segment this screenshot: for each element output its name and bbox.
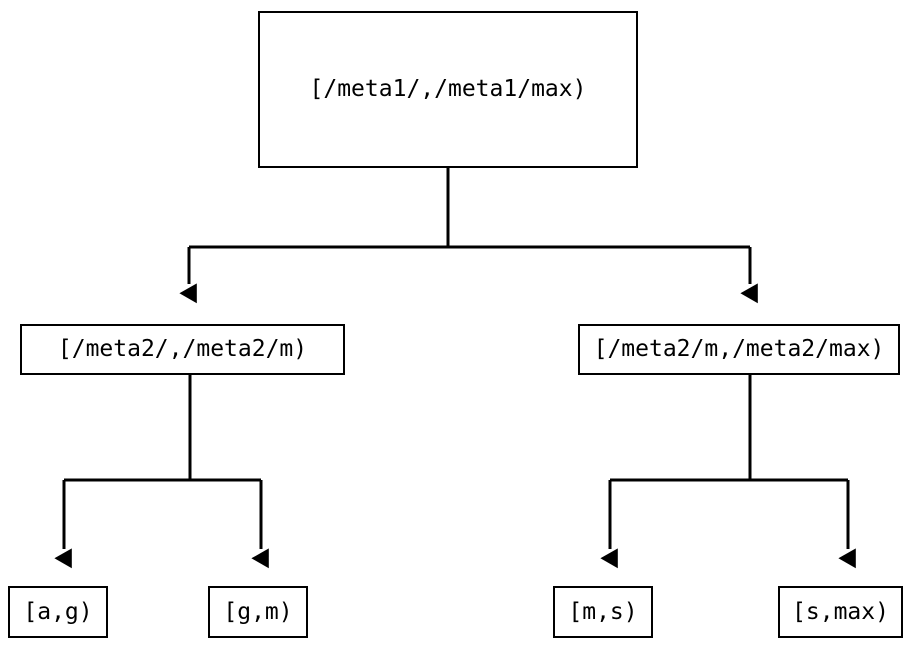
node-root[interactable]: [/meta1/,/meta1/max) [258,11,638,168]
node-mid-left-label: [/meta2/,/meta2/m) [57,336,308,362]
edge-root-to-children [179,168,758,304]
edge-mid-right-to-children [600,375,856,569]
node-leaf-g-m[interactable]: [g,m) [208,586,308,638]
node-mid-left[interactable]: [/meta2/,/meta2/m) [20,324,345,375]
edge-mid-left-to-children [54,375,269,569]
node-leaf-m-s-label: [m,s) [568,598,638,625]
node-mid-right[interactable]: [/meta2/m,/meta2/max) [578,324,900,375]
node-leaf-s-max[interactable]: [s,max) [778,586,903,638]
node-leaf-m-s[interactable]: [m,s) [553,586,653,638]
node-leaf-a-g-label: [a,g) [23,598,93,625]
node-mid-right-label: [/meta2/m,/meta2/max) [593,336,885,362]
node-root-label: [/meta1/,/meta1/max) [309,76,587,102]
node-leaf-g-m-label: [g,m) [223,598,293,625]
node-leaf-s-max-label: [s,max) [792,598,889,625]
node-leaf-a-g[interactable]: [a,g) [8,586,108,638]
